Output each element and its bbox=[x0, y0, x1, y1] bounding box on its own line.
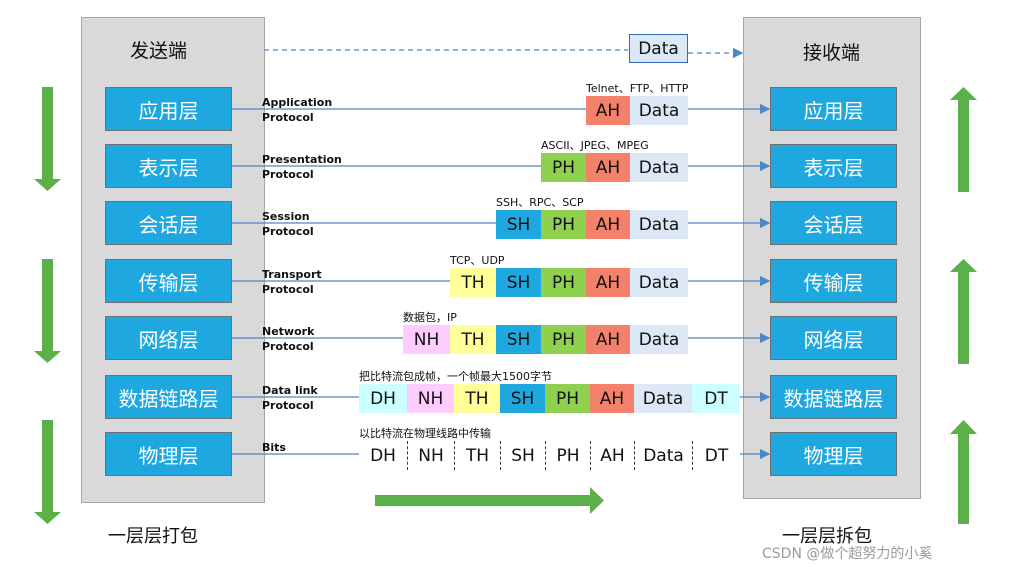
down-arrow-3 bbox=[34, 420, 61, 524]
cell-th-4: TH bbox=[450, 325, 496, 354]
up-arrow-1 bbox=[950, 87, 977, 192]
cell-dh-5: DH bbox=[359, 384, 407, 413]
cell-data-6: Data bbox=[634, 441, 692, 470]
protocol-label-5: Data link Protocol bbox=[262, 384, 318, 412]
cell-ph-1: PH bbox=[541, 153, 586, 182]
down-arrow-1 bbox=[34, 87, 61, 191]
cell-dt-5: DT bbox=[692, 384, 740, 413]
sender-layer-5: 数据链路层 bbox=[105, 375, 232, 419]
cell-dh-6: DH bbox=[359, 441, 407, 470]
receiver-title: 接收端 bbox=[803, 42, 861, 64]
down-arrow-2 bbox=[34, 259, 61, 363]
cell-ah-6: AH bbox=[590, 441, 634, 470]
protocol-label-6: Bits bbox=[262, 441, 286, 454]
header-note-6: 以比特流在物理线路中传输 bbox=[359, 427, 491, 440]
protocol-label-2: Session Protocol bbox=[262, 210, 314, 238]
protocol-label-1: Presentation Protocol bbox=[262, 153, 342, 181]
sender-layer-0: 应用层 bbox=[105, 87, 232, 131]
receiver-layer-3: 传输层 bbox=[770, 259, 897, 303]
protocol-label-3: Transport Protocol bbox=[262, 268, 322, 296]
cell-nh-5: NH bbox=[407, 384, 454, 413]
cell-ph-4: PH bbox=[541, 325, 586, 354]
cell-data-5: Data bbox=[634, 384, 692, 413]
receiver-layer-0: 应用层 bbox=[770, 87, 897, 131]
header-note-1: ASCII、JPEG、MPEG bbox=[541, 139, 649, 152]
sender-layer-4: 网络层 bbox=[105, 316, 232, 360]
header-note-0: Telnet、FTP、HTTP bbox=[586, 82, 689, 95]
up-arrow-2 bbox=[950, 259, 977, 364]
cell-sh-2: SH bbox=[496, 210, 541, 239]
cell-ph-5: PH bbox=[545, 384, 590, 413]
cell-sh-4: SH bbox=[496, 325, 541, 354]
up-arrow-3 bbox=[950, 420, 977, 524]
transmit-arrow bbox=[375, 487, 604, 514]
header-note-4: 数据包，IP bbox=[403, 311, 457, 324]
cell-ah-5: AH bbox=[590, 384, 634, 413]
header-note-2: SSH、RPC、SCP bbox=[496, 196, 584, 209]
cell-ah-3: AH bbox=[586, 268, 630, 297]
cell-ah-2: AH bbox=[586, 210, 630, 239]
sender-caption: 一层层打包 bbox=[108, 526, 198, 547]
cell-nh-4: NH bbox=[403, 325, 450, 354]
cell-data-0: Data bbox=[630, 96, 688, 125]
cell-data-1: Data bbox=[630, 153, 688, 182]
cell-th-6: TH bbox=[454, 441, 500, 470]
top-data-packet: Data bbox=[629, 34, 688, 63]
receiver-caption: 一层层拆包 bbox=[782, 526, 872, 547]
cell-ah-4: AH bbox=[586, 325, 630, 354]
sender-layer-6: 物理层 bbox=[105, 432, 232, 476]
receiver-layer-4: 网络层 bbox=[770, 316, 897, 360]
cell-ph-6: PH bbox=[545, 441, 590, 470]
header-note-3: TCP、UDP bbox=[450, 254, 505, 267]
sender-layer-2: 会话层 bbox=[105, 201, 232, 245]
cell-th-5: TH bbox=[454, 384, 500, 413]
cell-ph-2: PH bbox=[541, 210, 586, 239]
cell-ah-1: AH bbox=[586, 153, 630, 182]
receiver-layer-6: 物理层 bbox=[770, 432, 897, 476]
watermark: CSDN @做个超努力的小奚 bbox=[762, 546, 933, 562]
sender-layer-3: 传输层 bbox=[105, 259, 232, 303]
protocol-label-4: Network Protocol bbox=[262, 325, 315, 353]
receiver-layer-1: 表示层 bbox=[770, 144, 897, 188]
sender-layer-1: 表示层 bbox=[105, 144, 232, 188]
cell-dt-6: DT bbox=[692, 441, 740, 470]
cell-sh-6: SH bbox=[500, 441, 545, 470]
cell-data-3: Data bbox=[630, 268, 688, 297]
cell-ah-0: AH bbox=[586, 96, 630, 125]
cell-data-4: Data bbox=[630, 325, 688, 354]
header-note-5: 把比特流包成帧，一个帧最大1500字节 bbox=[359, 370, 552, 383]
sender-title: 发送端 bbox=[130, 40, 188, 62]
cell-data-2: Data bbox=[630, 210, 688, 239]
receiver-layer-2: 会话层 bbox=[770, 201, 897, 245]
protocol-label-0: Application Protocol bbox=[262, 96, 333, 124]
receiver-layer-5: 数据链路层 bbox=[770, 375, 897, 419]
cell-sh-3: SH bbox=[496, 268, 541, 297]
cell-ph-3: PH bbox=[541, 268, 586, 297]
cell-nh-6: NH bbox=[407, 441, 454, 470]
cell-sh-5: SH bbox=[500, 384, 545, 413]
cell-th-3: TH bbox=[450, 268, 496, 297]
